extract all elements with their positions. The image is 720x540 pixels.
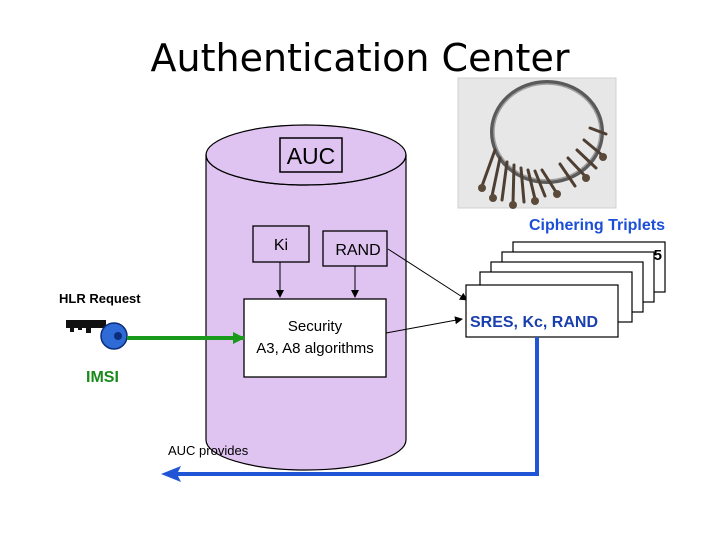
ki-box bbox=[252, 225, 310, 263]
page-title: Authentication Center bbox=[150, 36, 570, 80]
security-box bbox=[243, 298, 387, 378]
auc-label: AUC bbox=[287, 143, 336, 169]
keyring-photo-icon bbox=[457, 77, 617, 209]
rand-box bbox=[322, 230, 388, 267]
ki-label: Ki bbox=[274, 237, 288, 254]
rand-label: RAND bbox=[335, 242, 380, 259]
imsi-label: IMSI bbox=[86, 369, 119, 386]
auc-provides-return-arrow bbox=[161, 337, 539, 482]
hlr-request-label: HLR Request bbox=[59, 291, 141, 306]
rand-to-triplets-arrow bbox=[387, 248, 468, 301]
security-to-triplets-arrow bbox=[385, 316, 463, 334]
triplet-values: SRES, Kc, RAND bbox=[470, 314, 598, 331]
ciphering-triplets-heading: Ciphering Triplets bbox=[529, 217, 665, 234]
triplet-count: 5 bbox=[654, 247, 662, 264]
key-icon bbox=[66, 320, 128, 350]
ciphering-triplets-stack bbox=[465, 241, 666, 338]
auc-label-box bbox=[279, 137, 343, 173]
security-line1: Security bbox=[288, 318, 343, 335]
auc-provides-label: AUC provides bbox=[168, 443, 249, 458]
auc-database-cylinder bbox=[205, 124, 407, 471]
security-line2: A3, A8 algorithms bbox=[256, 340, 374, 357]
